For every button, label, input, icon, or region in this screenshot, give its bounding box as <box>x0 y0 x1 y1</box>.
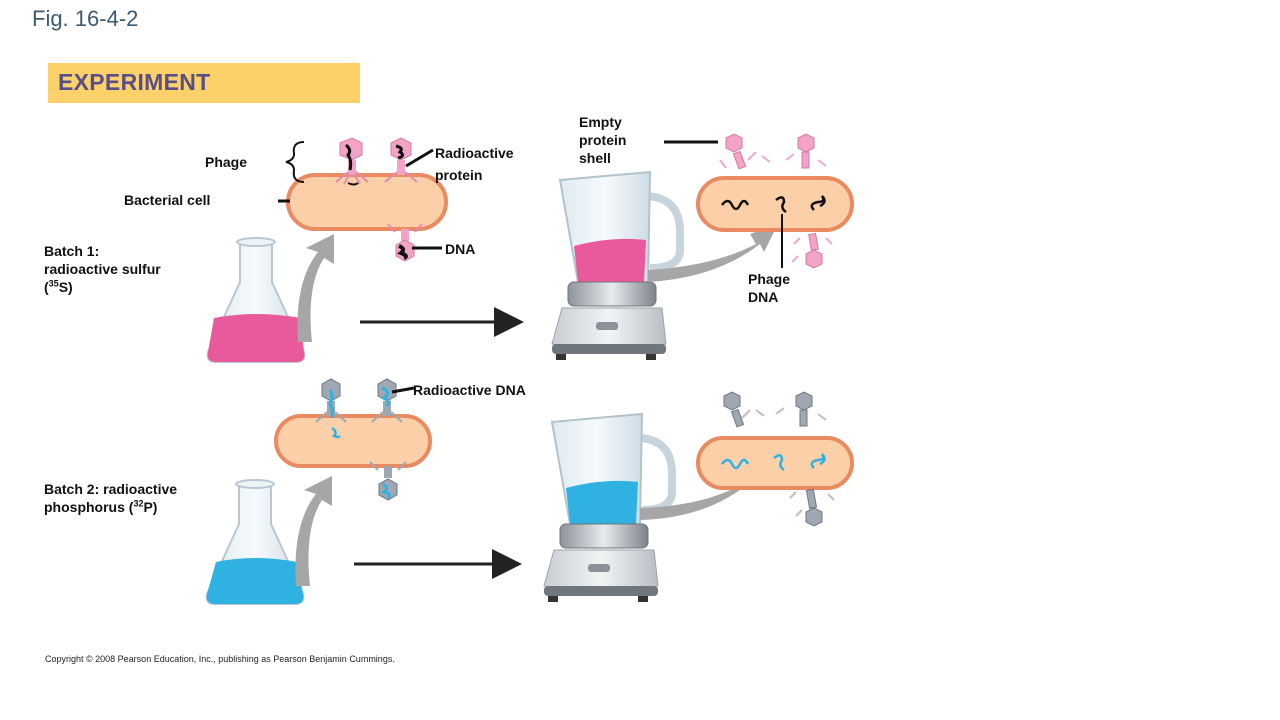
result-cell-batch2 <box>696 436 854 490</box>
label-batch1: Batch 1: radioactive sulfur (35S) <box>44 242 161 296</box>
bacterial-cell-batch1 <box>286 173 448 231</box>
flask-phosphorus <box>205 479 305 605</box>
empty-shells-pink <box>725 133 823 269</box>
label-radioactive-dna: Radioactive DNA <box>413 382 526 398</box>
label-radioactive-protein: Radioactive protein <box>435 145 514 183</box>
phage-pink-below <box>387 223 423 262</box>
label-empty-protein-shell: Empty protein shell <box>579 114 627 166</box>
empty-shells-gray <box>723 391 823 527</box>
label-phage: Phage <box>205 154 248 170</box>
batch2-isotope-mass: 32 <box>133 498 144 509</box>
label-batch2: Batch 2: radioactive phosphorus (32P) <box>44 480 177 516</box>
batch1-isotope-mass: 35 <box>48 278 59 289</box>
batch2-isotope-symbol: P) <box>143 499 158 515</box>
blender-sulfur <box>551 170 684 360</box>
result-cell-batch1 <box>696 176 854 232</box>
copyright-notice: Copyright © 2008 Pearson Education, Inc.… <box>45 654 395 664</box>
phage-bracket <box>285 141 305 183</box>
batch1-isotope-symbol: S) <box>58 279 73 295</box>
label-phage-dna: Phage DNA <box>748 271 791 305</box>
batch2-text: Batch 2: radioactive phosphorus ( <box>44 481 178 515</box>
phage-gray-1 <box>315 378 347 423</box>
flask-sulfur <box>206 237 306 363</box>
batch1-text: Batch 1: radioactive sulfur ( <box>44 243 161 295</box>
phage-pink-2 <box>384 137 418 183</box>
curved-arrow-batch2 <box>295 476 332 586</box>
bacterial-cell-batch2 <box>274 414 432 468</box>
phage-gray-below <box>369 461 407 501</box>
figure-label: Fig. 16-4-2 <box>32 6 139 31</box>
blender-phosphorus <box>543 412 676 602</box>
curved-arrow-blender1 <box>648 224 778 282</box>
label-dna: DNA <box>445 241 476 257</box>
experiment-banner: EXPERIMENT <box>48 63 360 103</box>
phage-pink-1 <box>335 137 369 186</box>
curved-arrow-batch1 <box>297 234 334 342</box>
experiment-title: EXPERIMENT <box>58 69 211 95</box>
phage-gray-2 <box>371 378 403 423</box>
label-bacterial-cell: Bacterial cell <box>124 192 211 208</box>
